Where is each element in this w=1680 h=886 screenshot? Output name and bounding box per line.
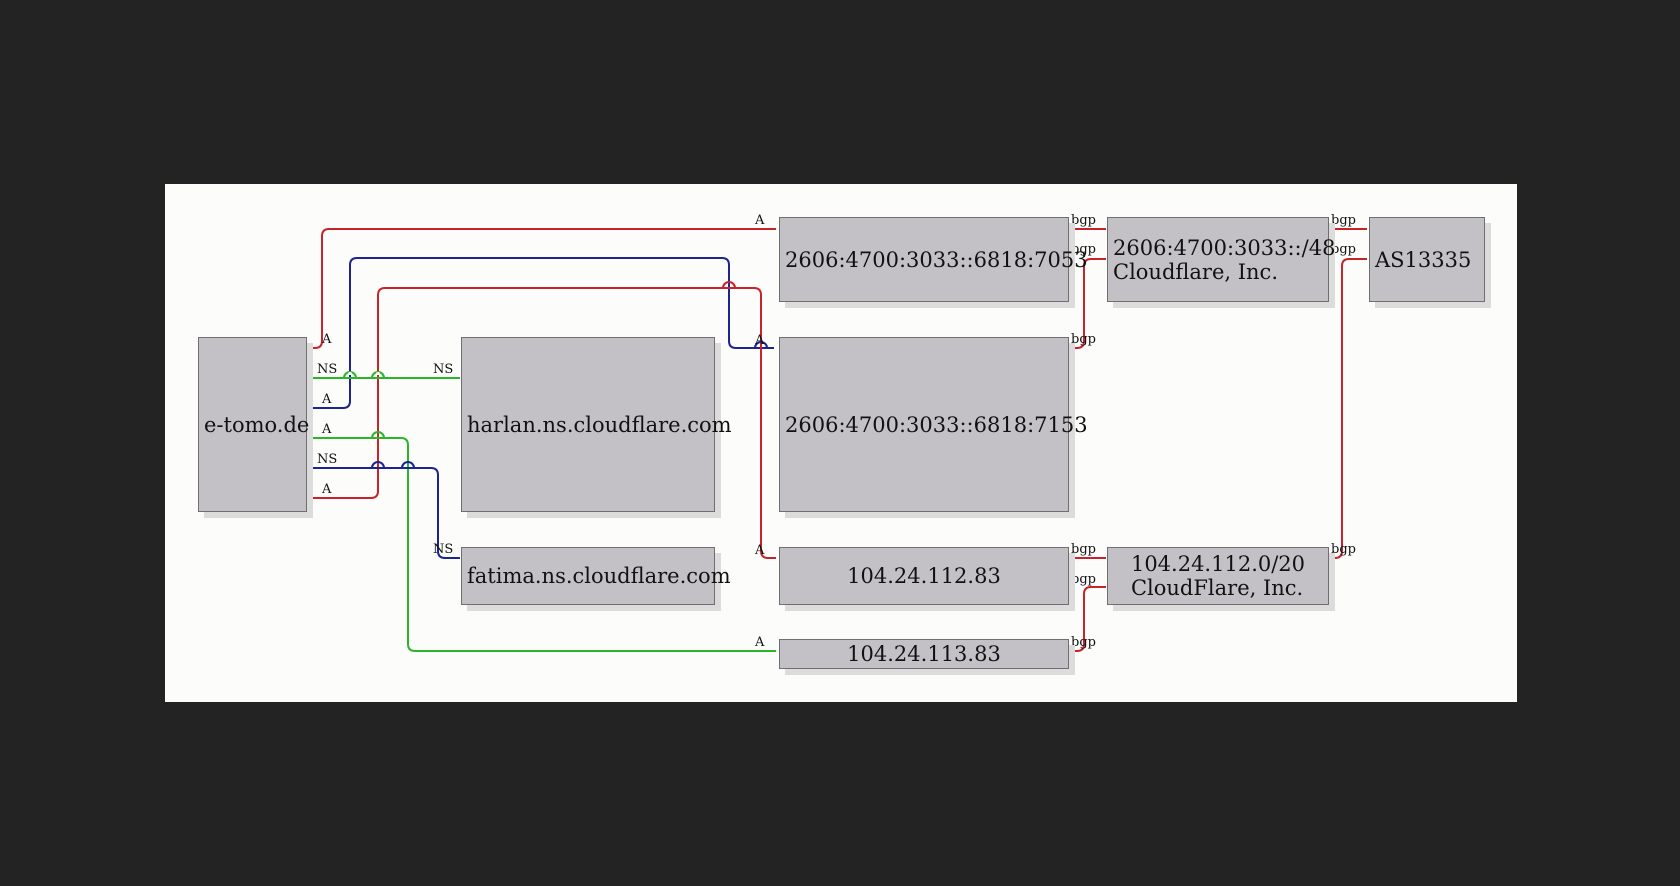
node-nameserver-fatima[interactable]: fatima.ns.cloudflare.com: [461, 547, 731, 605]
hop-blue-over-red2: [754, 341, 768, 349]
edge-a-ipv6-7153: [307, 257, 774, 409]
node-ipv4-112[interactable]: 104.24.112.83: [779, 547, 1069, 605]
edge-label-bgp: bgp: [1331, 213, 1356, 228]
hop-blue-over-green: [401, 461, 415, 469]
node-prefix-ipv6-prefix: 2606:4700:3033::/48: [1113, 235, 1336, 260]
hop-blue-over-red: [371, 461, 385, 469]
edges-layer: [307, 228, 1367, 652]
node-nameserver-harlan-label: harlan.ns.cloudflare.com: [467, 412, 732, 437]
edge-label-bgp: bgp: [1071, 542, 1096, 557]
node-nameserver-harlan[interactable]: harlan.ns.cloudflare.com: [461, 337, 732, 512]
edge-label-ns: NS: [317, 452, 338, 467]
edge-label-bgp: bgp: [1331, 242, 1356, 257]
edge-label-bgp: bgp: [1071, 572, 1096, 587]
node-ipv6-7153-label: 2606:4700:3033::6818:7153: [785, 412, 1088, 437]
edge-bgp-113-prefix4: [1069, 586, 1106, 652]
node-ipv4-113-label: 104.24.113.83: [847, 642, 1001, 666]
edge-label-bgp: bgp: [1071, 635, 1096, 650]
node-asn[interactable]: AS13335: [1369, 217, 1485, 302]
edge-label-bgp: bgp: [1071, 332, 1096, 347]
hop-red-over-blue: [722, 281, 736, 289]
edge-a-ipv4-113: [307, 437, 776, 652]
edge-ns-fatima: [307, 467, 460, 559]
node-ipv4-112-label: 104.24.112.83: [847, 564, 1001, 588]
diagram-canvas: A NS A A NS A NS NS A A A A bgp bgp bgp …: [165, 184, 1517, 702]
edge-label-a: A: [755, 333, 765, 348]
node-prefix-ipv4-prefix: 104.24.112.0/20: [1130, 552, 1306, 576]
node-ipv6-7053-label: 2606:4700:3033::6818:7053: [785, 247, 1088, 272]
edge-label-bgp: bgp: [1331, 542, 1356, 557]
edge-label-bgp: bgp: [1071, 213, 1096, 228]
edge-a-ipv4-112: [307, 287, 776, 559]
node-nameserver-fatima-label: fatima.ns.cloudflare.com: [467, 564, 731, 588]
edge-label-bgp: bgp: [1071, 242, 1096, 257]
edge-bgp-7153-prefix6: [1069, 258, 1106, 349]
node-ipv6-7053[interactable]: 2606:4700:3033::6818:7053: [779, 217, 1088, 302]
edge-label-ns: NS: [433, 542, 454, 557]
edge-label-a: A: [322, 392, 332, 407]
node-asn-label: AS13335: [1375, 247, 1472, 272]
edge-label-ns: NS: [433, 362, 454, 377]
edge-a-ipv6-7053: [307, 228, 776, 349]
edge-label-a: A: [322, 332, 332, 347]
node-ipv4-113[interactable]: 104.24.113.83: [779, 639, 1069, 669]
edge-label-a: A: [322, 482, 332, 497]
node-prefix-ipv4[interactable]: 104.24.112.0/20 CloudFlare, Inc.: [1107, 547, 1329, 605]
edge-label-a: A: [755, 213, 765, 228]
node-prefix-ipv6-org: Cloudflare, Inc.: [1113, 259, 1278, 284]
node-domain[interactable]: e-tomo.de: [198, 337, 310, 512]
edge-label-a: A: [755, 543, 765, 558]
node-ipv6-7153[interactable]: 2606:4700:3033::6818:7153: [779, 337, 1088, 512]
edge-label-a: A: [322, 422, 332, 437]
node-prefix-ipv4-org: CloudFlare, Inc.: [1130, 576, 1304, 600]
node-domain-label: e-tomo.de: [204, 412, 310, 437]
edge-bgp-prefix4-as: [1328, 258, 1367, 559]
edge-label-a: A: [755, 635, 765, 650]
hop-green2-over-red: [371, 431, 385, 439]
node-prefix-ipv6[interactable]: 2606:4700:3033::/48 Cloudflare, Inc.: [1107, 217, 1335, 302]
edge-label-ns: NS: [317, 362, 338, 377]
